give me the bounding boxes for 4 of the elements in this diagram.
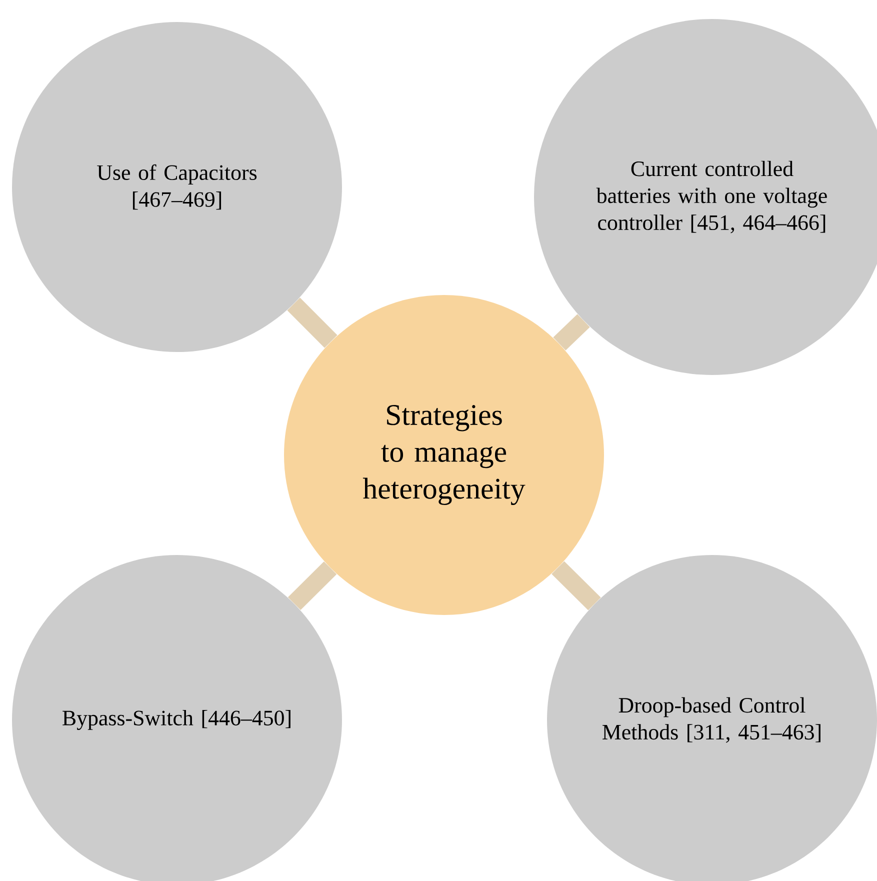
connector: [287, 298, 338, 348]
connector: [553, 314, 590, 350]
connector: [288, 561, 337, 610]
connector: [552, 561, 601, 610]
